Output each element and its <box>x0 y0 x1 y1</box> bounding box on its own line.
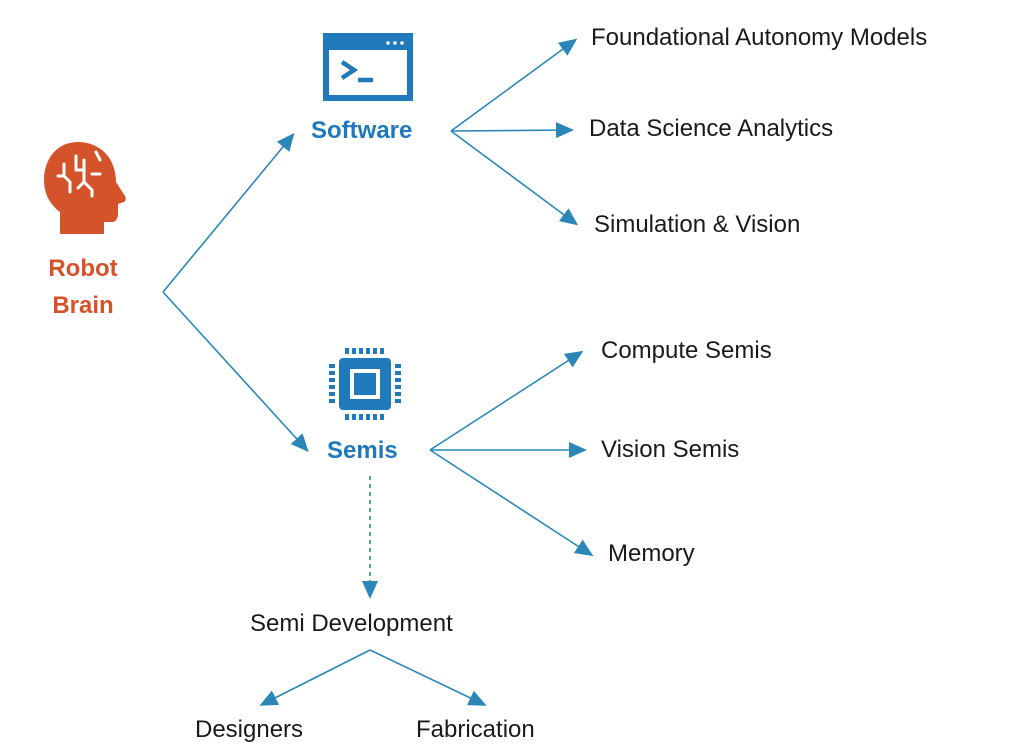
leaf-compute-semis: Compute Semis <box>601 337 772 364</box>
arrow-semidev-to-fabrication <box>369 649 487 706</box>
arrow-semis-to-memory <box>429 449 594 557</box>
arrow-semis-to-compute <box>429 350 584 451</box>
leaf-vision-semis: Vision Semis <box>601 436 740 463</box>
arrow-root-to-software <box>162 132 295 293</box>
node-semi-development: Semi Development <box>250 610 453 637</box>
category-semis-label: Semis <box>327 437 398 464</box>
chip-icon <box>329 348 401 420</box>
terminal-window-icon <box>323 33 413 101</box>
leaf-foundational-autonomy-models: Foundational Autonomy Models <box>591 24 928 51</box>
arrow-software-to-simulation <box>450 130 579 226</box>
arrow-root-to-semis <box>162 291 309 452</box>
arrow-software-to-foundational <box>450 38 578 132</box>
arrow-semidev-to-designers <box>259 649 371 706</box>
leaf-data-science-analytics: Data Science Analytics <box>589 115 834 142</box>
arrow-software-to-datascience <box>450 122 574 139</box>
brain-head-icon <box>44 142 126 234</box>
leaf-fabrication: Fabrication <box>416 716 535 743</box>
root-label-line2: Brain <box>52 292 114 319</box>
leaf-simulation-vision: Simulation & Vision <box>594 211 801 238</box>
category-software-label: Software <box>311 117 413 144</box>
root-label-line1: Robot <box>48 255 118 282</box>
root-label: Robot Brain <box>38 250 128 324</box>
leaf-designers: Designers <box>195 716 304 743</box>
leaf-memory: Memory <box>608 540 695 567</box>
